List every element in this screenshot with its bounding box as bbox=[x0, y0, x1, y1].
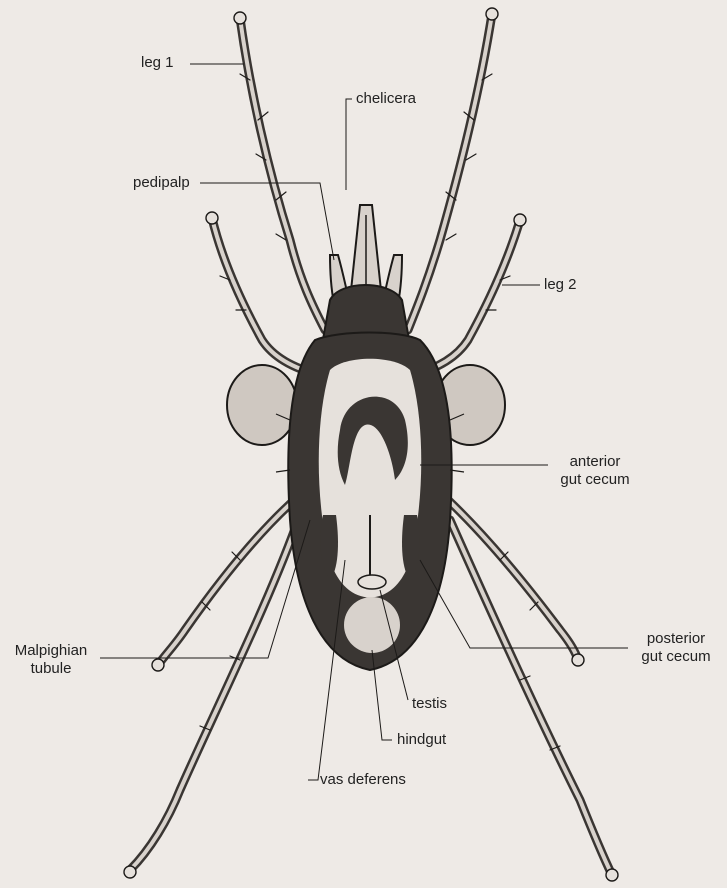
label-anterior-gut-cecum: anterior gut cecum bbox=[550, 453, 640, 489]
leg-1-left bbox=[240, 18, 325, 330]
label-leg-1: leg 1 bbox=[141, 54, 174, 72]
label-malpighian-tubule-line2: tubule bbox=[6, 660, 96, 678]
label-posterior-gut-cecum-line1: posterior bbox=[630, 630, 722, 648]
label-pedipalp: pedipalp bbox=[133, 174, 190, 192]
label-malpighian-tubule-line1: Malpighian bbox=[6, 642, 96, 660]
leg-1-right bbox=[408, 14, 492, 330]
leader-malpighian-tubule bbox=[100, 520, 310, 658]
leg-4-left bbox=[130, 515, 300, 870]
leader-posterior-gut-cecum bbox=[420, 560, 628, 648]
hindgut bbox=[344, 597, 400, 653]
label-anterior-gut-cecum-line1: anterior bbox=[550, 453, 640, 471]
testis bbox=[358, 575, 386, 589]
gnathosoma bbox=[322, 205, 410, 345]
leg-3-right bbox=[448, 500, 578, 660]
label-vas-deferens: vas deferens bbox=[320, 771, 406, 789]
label-posterior-gut-cecum: posterior gut cecum bbox=[630, 630, 722, 666]
leader-chelicera bbox=[346, 99, 352, 190]
idiosoma bbox=[276, 333, 464, 671]
label-leg-2: leg 2 bbox=[544, 276, 577, 294]
label-posterior-gut-cecum-line2: gut cecum bbox=[630, 648, 722, 666]
leg-2-left bbox=[212, 218, 320, 375]
label-anterior-gut-cecum-line2: gut cecum bbox=[550, 471, 640, 489]
label-testis: testis bbox=[412, 695, 447, 713]
label-chelicera: chelicera bbox=[356, 90, 416, 108]
label-hindgut: hindgut bbox=[397, 731, 446, 749]
label-malpighian-tubule: Malpighian tubule bbox=[6, 642, 96, 678]
